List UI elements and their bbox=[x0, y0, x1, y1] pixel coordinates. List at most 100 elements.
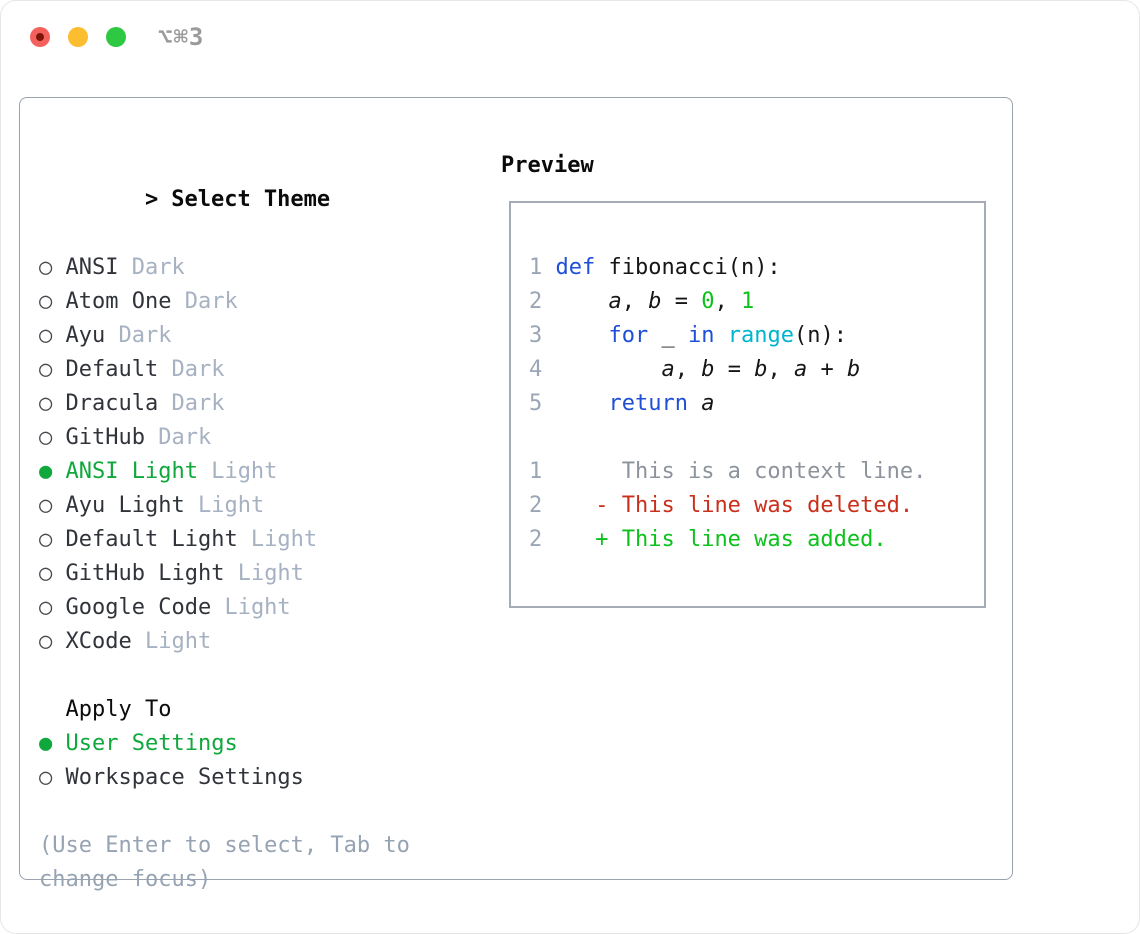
theme-name: GitHub Light bbox=[65, 561, 225, 586]
maximize-button[interactable] bbox=[106, 27, 126, 47]
code-token: b bbox=[648, 289, 662, 314]
titlebar: ⌥⌘3 bbox=[0, 0, 1140, 75]
minimize-button[interactable] bbox=[68, 27, 88, 47]
code-token: , bbox=[674, 357, 702, 382]
theme-variant: Dark bbox=[158, 357, 225, 382]
theme-option[interactable]: ○ Default Dark bbox=[39, 353, 459, 387]
radio-unselected-icon: ○ bbox=[39, 391, 66, 416]
code-token: a bbox=[608, 289, 622, 314]
code-token bbox=[688, 391, 701, 416]
line-number: 4 bbox=[529, 357, 556, 382]
theme-name: XCode bbox=[65, 629, 132, 654]
line-number: 2 bbox=[529, 527, 556, 552]
line-number: 1 bbox=[529, 459, 556, 484]
radio-unselected-icon: ○ bbox=[39, 493, 66, 518]
theme-name: ANSI bbox=[65, 255, 119, 280]
theme-variant: Light bbox=[131, 629, 212, 654]
code-token: a bbox=[701, 391, 715, 416]
help-text: (Use Enter to select, Tab to change focu… bbox=[39, 833, 410, 892]
radio-unselected-icon: ○ bbox=[39, 357, 66, 382]
radio-unselected-icon: ○ bbox=[39, 425, 66, 450]
preview-header: Preview bbox=[501, 153, 594, 178]
apply-to-header: Apply To bbox=[65, 697, 172, 722]
radio-unselected-icon: ○ bbox=[39, 255, 66, 280]
radio-unselected-icon: ○ bbox=[39, 527, 66, 552]
theme-option[interactable]: ○ Ayu Light Light bbox=[39, 489, 459, 523]
theme-option[interactable]: ○ GitHub Light Light bbox=[39, 557, 459, 591]
code-token: 1 bbox=[740, 289, 755, 314]
preview-code-line: 4 a, b = b, a + b bbox=[529, 353, 974, 387]
theme-option[interactable]: ○ XCode Light bbox=[39, 625, 459, 659]
theme-variant: Light bbox=[224, 561, 304, 586]
radio-unselected-icon: ○ bbox=[39, 323, 66, 348]
code-token: def bbox=[555, 255, 596, 280]
code-token: _ bbox=[648, 323, 688, 348]
theme-option[interactable]: ○ Dracula Dark bbox=[39, 387, 459, 421]
code-token bbox=[556, 289, 609, 314]
radio-selected-icon: ● bbox=[39, 731, 66, 756]
select-theme-title: Select Theme bbox=[171, 187, 331, 212]
theme-option[interactable]: ○ Ayu Dark bbox=[39, 319, 459, 353]
theme-variant: Dark bbox=[144, 425, 212, 450]
window-shortcut-label: ⌥⌘3 bbox=[158, 23, 205, 51]
code-token bbox=[556, 357, 662, 382]
theme-option[interactable]: ● ANSI Light Light bbox=[39, 455, 459, 489]
code-token: return bbox=[608, 391, 688, 416]
theme-variant: Dark bbox=[158, 391, 225, 416]
radio-unselected-icon: ○ bbox=[39, 289, 66, 314]
code-token: + This line was added. bbox=[555, 527, 887, 552]
line-number: 2 bbox=[529, 289, 556, 314]
code-token: for bbox=[608, 323, 649, 348]
radio-unselected-icon: ○ bbox=[39, 595, 66, 620]
code-token: , bbox=[621, 289, 649, 314]
theme-variant: Dark bbox=[171, 289, 238, 314]
theme-option[interactable]: ○ Google Code Light bbox=[39, 591, 459, 625]
line-number: 1 bbox=[529, 255, 556, 280]
code-token bbox=[714, 323, 727, 348]
theme-name: Atom One bbox=[65, 289, 172, 314]
select-theme-header: > Select Theme bbox=[39, 149, 459, 251]
code-token bbox=[556, 323, 609, 348]
code-token: fibonacci(n): bbox=[595, 255, 781, 280]
theme-name: GitHub bbox=[65, 425, 145, 450]
code-token: This is a context line. bbox=[555, 459, 927, 484]
apply-to-list: ● User Settings○ Workspace Settings bbox=[39, 727, 459, 795]
code-token: b bbox=[701, 357, 715, 382]
code-token: b bbox=[846, 357, 861, 382]
theme-name: Default bbox=[65, 357, 159, 382]
theme-name: ANSI Light bbox=[65, 459, 198, 484]
main-panel: >Select Theme ○ ANSI Dark○ Atom One Dark… bbox=[19, 97, 1013, 892]
theme-option[interactable]: ○ ANSI Dark bbox=[39, 251, 459, 285]
theme-variant: Dark bbox=[118, 255, 185, 280]
close-button[interactable] bbox=[30, 27, 50, 47]
code-token: range bbox=[727, 323, 794, 348]
theme-list: ○ ANSI Dark○ Atom One Dark○ Ayu Dark○ De… bbox=[39, 251, 459, 659]
code-token: + bbox=[807, 357, 847, 382]
theme-variant: Light bbox=[237, 527, 318, 552]
line-number: 5 bbox=[529, 391, 556, 416]
code-token: - This line was deleted. bbox=[555, 493, 914, 518]
code-token: , bbox=[767, 357, 794, 382]
theme-variant: Light bbox=[184, 493, 265, 518]
preview-code-line: 2 a, b = 0, 1 bbox=[529, 285, 974, 319]
theme-option[interactable]: ○ Atom One Dark bbox=[39, 285, 459, 319]
theme-option[interactable]: ○ Default Light Light bbox=[39, 523, 459, 557]
code-token: in bbox=[687, 323, 715, 348]
theme-variant: Light bbox=[197, 459, 278, 484]
line-number: 3 bbox=[529, 323, 556, 348]
apply-to-section: Apply To ● User Settings○ Workspace Sett… bbox=[39, 693, 459, 795]
preview-diff-line: 2 - This line was deleted. bbox=[529, 489, 974, 523]
preview-code-line: 1 def fibonacci(n): bbox=[529, 251, 974, 285]
code-token: , bbox=[714, 289, 741, 314]
preview-diff: 1 This is a context line. 2 - This line w… bbox=[529, 455, 974, 557]
line-number: 2 bbox=[529, 493, 556, 518]
preview-code-line: 3 for _ in range(n): bbox=[529, 319, 974, 353]
code-token: = bbox=[661, 289, 702, 314]
theme-option[interactable]: ○ GitHub Dark bbox=[39, 421, 459, 455]
radio-unselected-icon: ○ bbox=[39, 561, 66, 586]
apply-to-option[interactable]: ● User Settings bbox=[39, 727, 459, 761]
apply-to-option[interactable]: ○ Workspace Settings bbox=[39, 761, 459, 795]
theme-variant: Dark bbox=[105, 323, 172, 348]
code-token: = bbox=[714, 357, 755, 382]
prompt-icon: > bbox=[144, 187, 159, 212]
